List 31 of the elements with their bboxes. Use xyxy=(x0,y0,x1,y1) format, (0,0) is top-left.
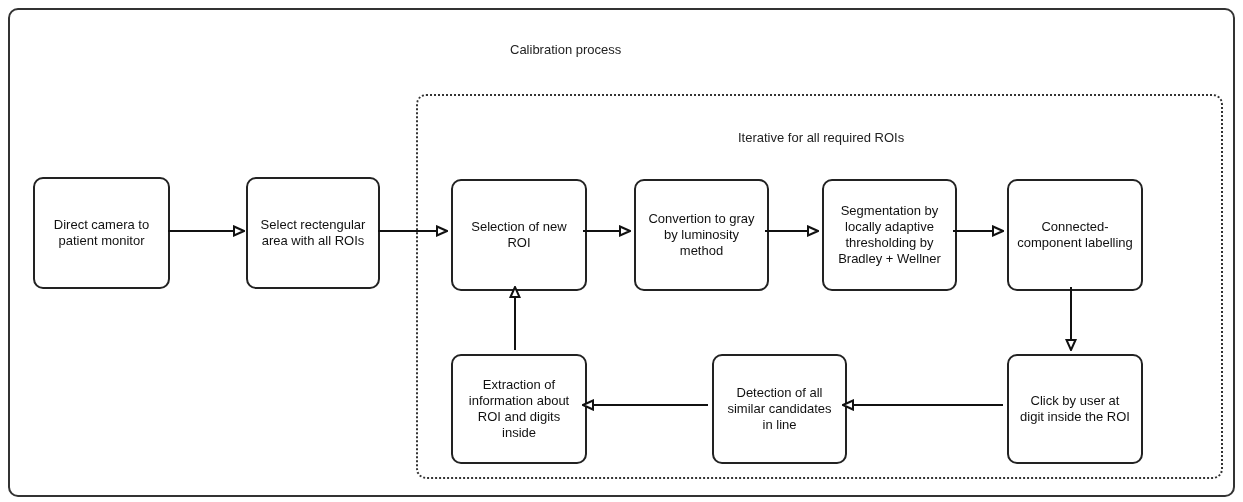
arrow xyxy=(377,225,448,237)
process-box xyxy=(712,354,847,464)
process-box xyxy=(822,179,957,291)
box-text: Selection of new ROI xyxy=(470,219,568,251)
process-box xyxy=(451,179,587,291)
box-text: Click by user at digit inside the ROI xyxy=(1019,393,1131,425)
box-text: Detection of all similar candidates in line xyxy=(726,385,833,433)
process-box xyxy=(634,179,769,291)
arrow xyxy=(952,225,1004,237)
box-text: Segmentation by locally adaptive thresholding by Bradley + Wellner xyxy=(837,203,942,267)
process-box xyxy=(246,177,380,289)
process-box xyxy=(451,354,587,464)
box-text: Connected-component labelling xyxy=(1017,219,1133,251)
frame-title: Iterative for all required ROIs xyxy=(738,129,905,147)
process-frame xyxy=(8,8,1235,497)
arrow xyxy=(842,399,1004,411)
box-text: Convertion to gray by luminosity method xyxy=(647,211,756,259)
arrow xyxy=(582,399,709,411)
process-box xyxy=(1007,179,1143,291)
arrow xyxy=(764,225,819,237)
frame-title: Calibration process xyxy=(510,41,622,59)
box-text: Select rectengular area with all ROIs xyxy=(259,217,367,249)
process-box xyxy=(1007,354,1143,464)
box-text: Extraction of information about ROI and digits inside xyxy=(467,377,571,441)
arrow xyxy=(1065,286,1077,351)
box-text: Direct camera to patient monitor xyxy=(52,217,151,249)
arrow xyxy=(582,225,631,237)
process-box xyxy=(33,177,170,289)
arrow xyxy=(509,286,521,351)
loop-frame xyxy=(416,94,1223,479)
arrow xyxy=(167,225,245,237)
